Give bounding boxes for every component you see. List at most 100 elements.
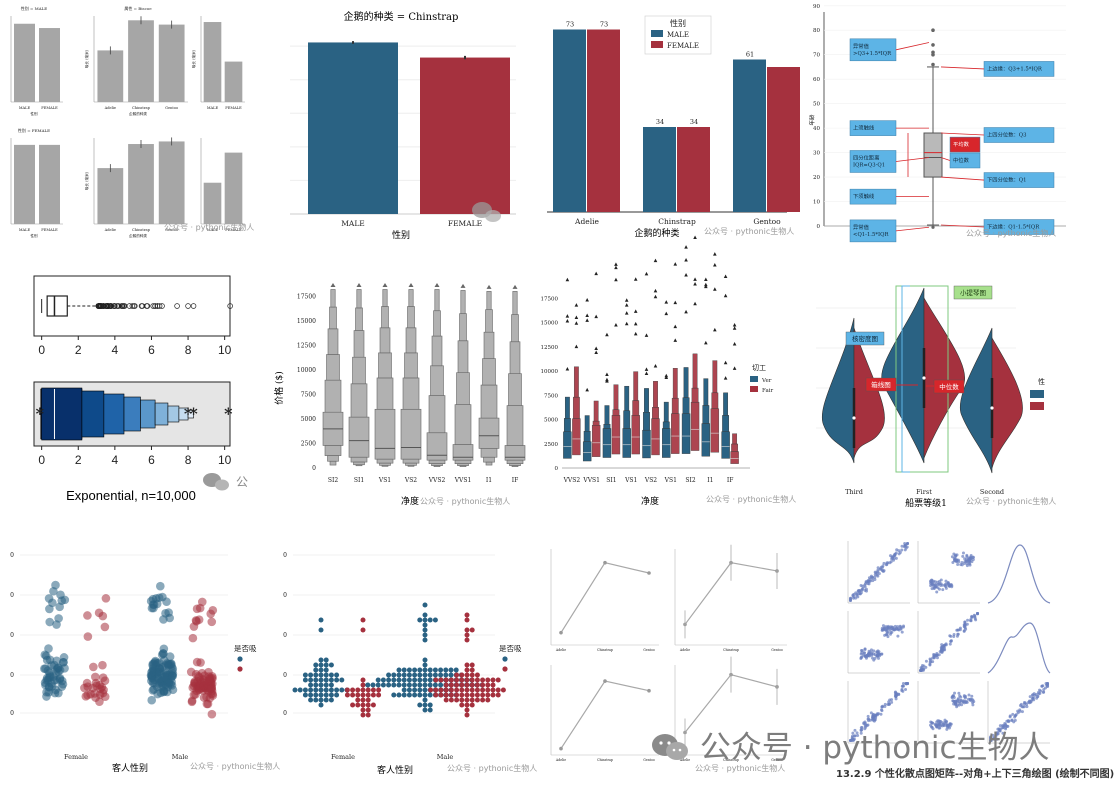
pair-point bbox=[869, 711, 873, 715]
pair-point bbox=[968, 563, 972, 567]
swarm-point bbox=[313, 687, 319, 693]
pair-point bbox=[971, 555, 975, 559]
outlier-point bbox=[931, 225, 935, 229]
pair-point bbox=[938, 579, 942, 583]
pair-point bbox=[944, 586, 948, 590]
bar bbox=[128, 20, 154, 102]
pair-point bbox=[961, 551, 965, 555]
boxen-box bbox=[702, 405, 710, 424]
boxen-box bbox=[376, 377, 394, 410]
violin bbox=[960, 327, 1023, 474]
callout-text: 小提琴图 bbox=[960, 288, 986, 297]
legend-swatch bbox=[502, 656, 508, 662]
boxen-box bbox=[622, 428, 631, 458]
pair-point bbox=[867, 717, 871, 721]
outlier-point bbox=[330, 282, 336, 287]
pair-point bbox=[935, 723, 939, 727]
swarm-point bbox=[469, 677, 475, 683]
swarm-point bbox=[376, 687, 382, 693]
swarm-point bbox=[386, 682, 392, 688]
pair-point bbox=[860, 649, 864, 653]
wechat-icon bbox=[472, 202, 501, 222]
tick-label: FEMALE bbox=[225, 228, 242, 232]
outlier-point bbox=[653, 288, 658, 293]
median-point bbox=[852, 416, 856, 420]
swarm-point bbox=[448, 687, 454, 693]
callout-text: >Q3+1.5*IQR bbox=[853, 51, 892, 57]
swarm-point bbox=[318, 657, 324, 663]
pair-point bbox=[901, 684, 905, 688]
pair-point bbox=[968, 697, 972, 701]
x-axis-label: 船票等级1 bbox=[905, 497, 947, 509]
swarm-point bbox=[433, 687, 439, 693]
swarm-point bbox=[318, 682, 324, 688]
legend-swatch bbox=[1030, 390, 1044, 398]
boxen-box bbox=[701, 423, 711, 457]
pair-point bbox=[883, 702, 887, 706]
pair-point bbox=[944, 720, 948, 724]
swarm-point bbox=[459, 682, 465, 688]
strip-point bbox=[43, 666, 53, 675]
pair-point bbox=[860, 588, 864, 592]
watermark-text: 公众号 · pythonic生物人 bbox=[695, 763, 785, 773]
swarm-point bbox=[391, 692, 397, 698]
swarm-point bbox=[485, 687, 491, 693]
boxen-box bbox=[459, 465, 467, 467]
swarm-point bbox=[454, 692, 460, 698]
swarm-point bbox=[323, 687, 329, 693]
swarm-point bbox=[308, 677, 314, 683]
boxen-box bbox=[712, 360, 718, 394]
bar bbox=[733, 59, 766, 212]
annotation-callout: 上边缘：Q3+1.5*IQR bbox=[940, 61, 1055, 77]
annotation-callout: 箱线图 bbox=[865, 377, 897, 392]
tick-label: 10000 bbox=[541, 369, 559, 375]
tick-label: 15000 bbox=[541, 321, 559, 327]
swarm-point bbox=[370, 692, 376, 698]
pair-cell bbox=[987, 681, 1050, 744]
pair-point bbox=[906, 541, 910, 545]
bar bbox=[643, 127, 676, 212]
pair-point bbox=[1020, 710, 1024, 714]
swarm-point bbox=[448, 672, 454, 678]
legend-title: 性别 bbox=[670, 18, 686, 28]
bar bbox=[587, 29, 620, 212]
point-marker bbox=[647, 571, 651, 575]
boxen-box bbox=[593, 400, 599, 422]
swarm-point bbox=[396, 672, 402, 678]
outlier-point bbox=[565, 318, 570, 323]
swarm-point bbox=[469, 702, 475, 708]
pair-point bbox=[880, 568, 884, 572]
pair-point bbox=[851, 731, 855, 735]
pair-point bbox=[929, 660, 933, 664]
boxen-box bbox=[478, 417, 500, 449]
pair-point bbox=[848, 739, 852, 743]
pair-point bbox=[862, 651, 866, 655]
pair-point bbox=[943, 643, 947, 647]
legend-title: 切工 bbox=[752, 364, 766, 372]
swarm-point bbox=[454, 697, 460, 703]
bar bbox=[767, 67, 800, 212]
pair-point bbox=[880, 652, 884, 656]
outlier-point bbox=[565, 314, 570, 318]
pair-point bbox=[929, 584, 933, 588]
tick-label: I1 bbox=[486, 477, 492, 484]
swarm-point bbox=[490, 692, 496, 698]
outlier-point bbox=[684, 245, 688, 249]
callout-text: 下边缘：Q1-1.5*IQR bbox=[987, 223, 1040, 231]
strip-point bbox=[192, 617, 201, 626]
outlier-point bbox=[118, 303, 125, 309]
pair-point bbox=[900, 630, 904, 634]
tick-label: Adelie bbox=[555, 758, 566, 762]
pair-point bbox=[1041, 684, 1045, 688]
swarm-point bbox=[328, 697, 334, 703]
pair-point bbox=[895, 693, 899, 697]
swarm-point bbox=[328, 677, 334, 683]
swarm-point bbox=[318, 687, 324, 693]
pair-cell bbox=[917, 541, 980, 604]
strip-point bbox=[101, 594, 111, 603]
pair-point bbox=[945, 727, 949, 731]
strip-point bbox=[208, 605, 218, 615]
pair-point bbox=[904, 546, 908, 550]
outlier-point bbox=[434, 282, 440, 287]
